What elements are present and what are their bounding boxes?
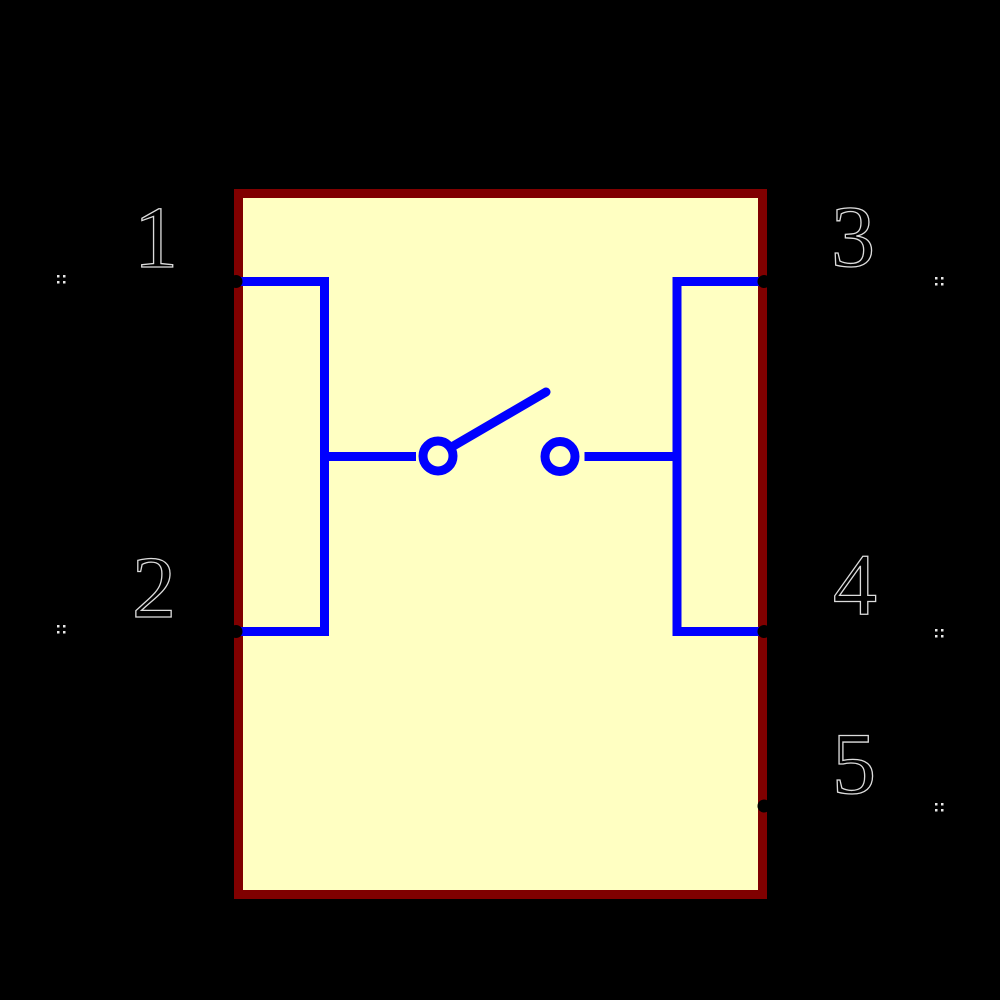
- pin-4-number-label[interactable]: 4: [832, 536, 877, 634]
- pin-4[interactable]: 4: [757, 536, 944, 638]
- marker-dot: [941, 283, 944, 286]
- marker-dot: [941, 803, 944, 806]
- pin-2-end-marker: [57, 625, 66, 634]
- pin-5-end-marker: [935, 803, 944, 812]
- marker-dot: [57, 625, 60, 628]
- pin-2-number-label[interactable]: 2: [131, 539, 176, 637]
- pin-4-end-marker: [935, 629, 944, 638]
- pin-2[interactable]: 2: [57, 539, 243, 638]
- pin-1[interactable]: 1: [57, 189, 243, 288]
- pin-3[interactable]: 3: [757, 188, 944, 288]
- pin-1-end-marker: [57, 275, 66, 284]
- pin-4-connection-nub: [757, 625, 771, 638]
- marker-dot: [935, 283, 938, 286]
- marker-dot: [941, 629, 944, 632]
- marker-dot: [941, 277, 944, 280]
- marker-dot: [935, 635, 938, 638]
- right-bracket-graphic[interactable]: [672, 277, 760, 636]
- switch-arm-icon[interactable]: [448, 387, 551, 451]
- marker-dot: [57, 631, 60, 634]
- marker-dot: [935, 277, 938, 280]
- marker-dot: [63, 631, 66, 634]
- marker-dot: [941, 809, 944, 812]
- pin-2-connection-nub: [229, 625, 243, 638]
- symbol-body[interactable]: [234, 189, 767, 899]
- pin-3-connection-nub: [757, 275, 771, 288]
- marker-dot: [935, 803, 938, 806]
- pin-3-end-marker: [935, 277, 944, 286]
- marker-dot: [57, 275, 60, 278]
- pin-3-number-label[interactable]: 3: [830, 188, 875, 286]
- marker-dot: [935, 629, 938, 632]
- switch-right-terminal-icon[interactable]: [540, 437, 580, 476]
- marker-dot: [63, 281, 66, 284]
- pin-1-number-label[interactable]: 1: [133, 189, 178, 287]
- switch-left-terminal-icon[interactable]: [418, 436, 458, 476]
- pin-5[interactable]: 5: [757, 715, 944, 814]
- pin-5-number-label[interactable]: 5: [831, 715, 876, 813]
- marker-dot: [63, 275, 66, 278]
- marker-dot: [935, 809, 938, 812]
- pin-1-connection-nub: [229, 275, 243, 288]
- marker-dot: [941, 635, 944, 638]
- marker-dot: [63, 625, 66, 628]
- pin-5-connection-nub: [757, 799, 771, 813]
- marker-dot: [57, 281, 60, 284]
